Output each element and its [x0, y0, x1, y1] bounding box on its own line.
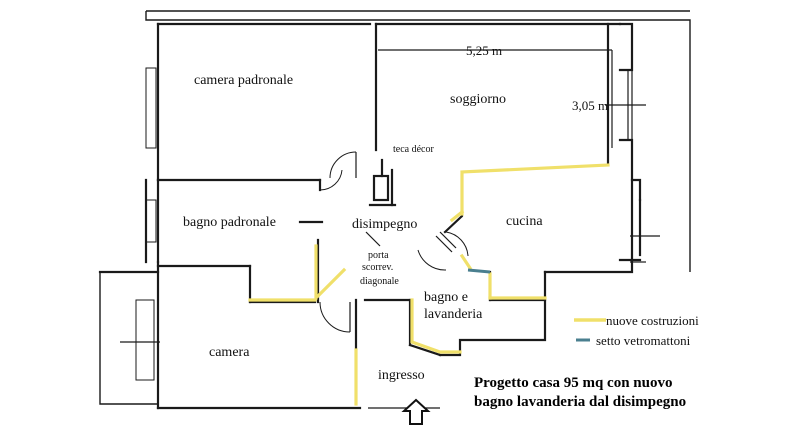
glass-brick-wall	[467, 268, 491, 274]
room-bagno-lavanderia-1: bagno e	[424, 290, 468, 305]
up-arrow-icon	[401, 398, 431, 425]
room-disimpegno: disimpegno	[352, 217, 417, 232]
door-swings	[319, 151, 469, 333]
dimension-height: 3,05 m	[572, 98, 608, 113]
room-bagno-padronale: bagno padronale	[183, 215, 276, 230]
title-line-2: bagno lavanderia dal disimpegno	[474, 394, 686, 410]
title-line-1: Progetto casa 95 mq con nuovo	[474, 375, 672, 391]
annotation-teca: teca décor	[393, 144, 434, 155]
kitchen-walls	[438, 163, 634, 357]
outer-walls	[98, 10, 691, 410]
room-soggiorno: soggiorno	[450, 92, 506, 107]
room-bagno-lavanderia-2: lavanderia	[424, 307, 483, 322]
room-ingresso: ingresso	[378, 368, 425, 383]
new-walls	[248, 163, 610, 406]
dimension-width: 5,25 m	[466, 43, 502, 58]
room-cucina: cucina	[506, 214, 543, 229]
annotation-porta-3: diagonale	[360, 276, 399, 287]
legend: nuove costruzioni setto vetromattoni	[574, 313, 699, 348]
annotation-pointer	[365, 231, 381, 247]
dimension-lines	[120, 49, 660, 343]
room-camera-padronale: camera padronale	[194, 73, 293, 88]
room-camera: camera	[209, 345, 250, 360]
annotation-porta-2: scorrev.	[362, 262, 393, 273]
legend-glass-brick-label: setto vetromattoni	[596, 333, 691, 348]
annotation-porta-1: porta	[368, 250, 389, 261]
legend-new-walls-label: nuove costruzioni	[606, 313, 699, 328]
